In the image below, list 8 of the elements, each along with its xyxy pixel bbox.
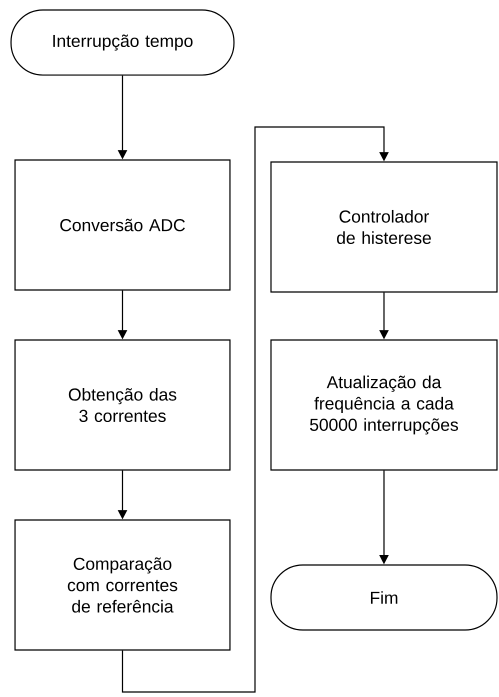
terminal-box: Fim	[270, 564, 498, 631]
process-box: Obtenção das 3 correntes	[14, 339, 231, 471]
process-box: Controlador de histerese	[270, 161, 498, 293]
process-box: Conversão ADC	[14, 159, 231, 291]
process-box: Atualização da frequência a cada 50000 interrupções	[270, 339, 498, 471]
arrow	[122, 126, 389, 693]
process-box: Comparação com correntes de referência	[14, 519, 231, 651]
terminal-box: Interrupção tempo	[10, 9, 235, 76]
